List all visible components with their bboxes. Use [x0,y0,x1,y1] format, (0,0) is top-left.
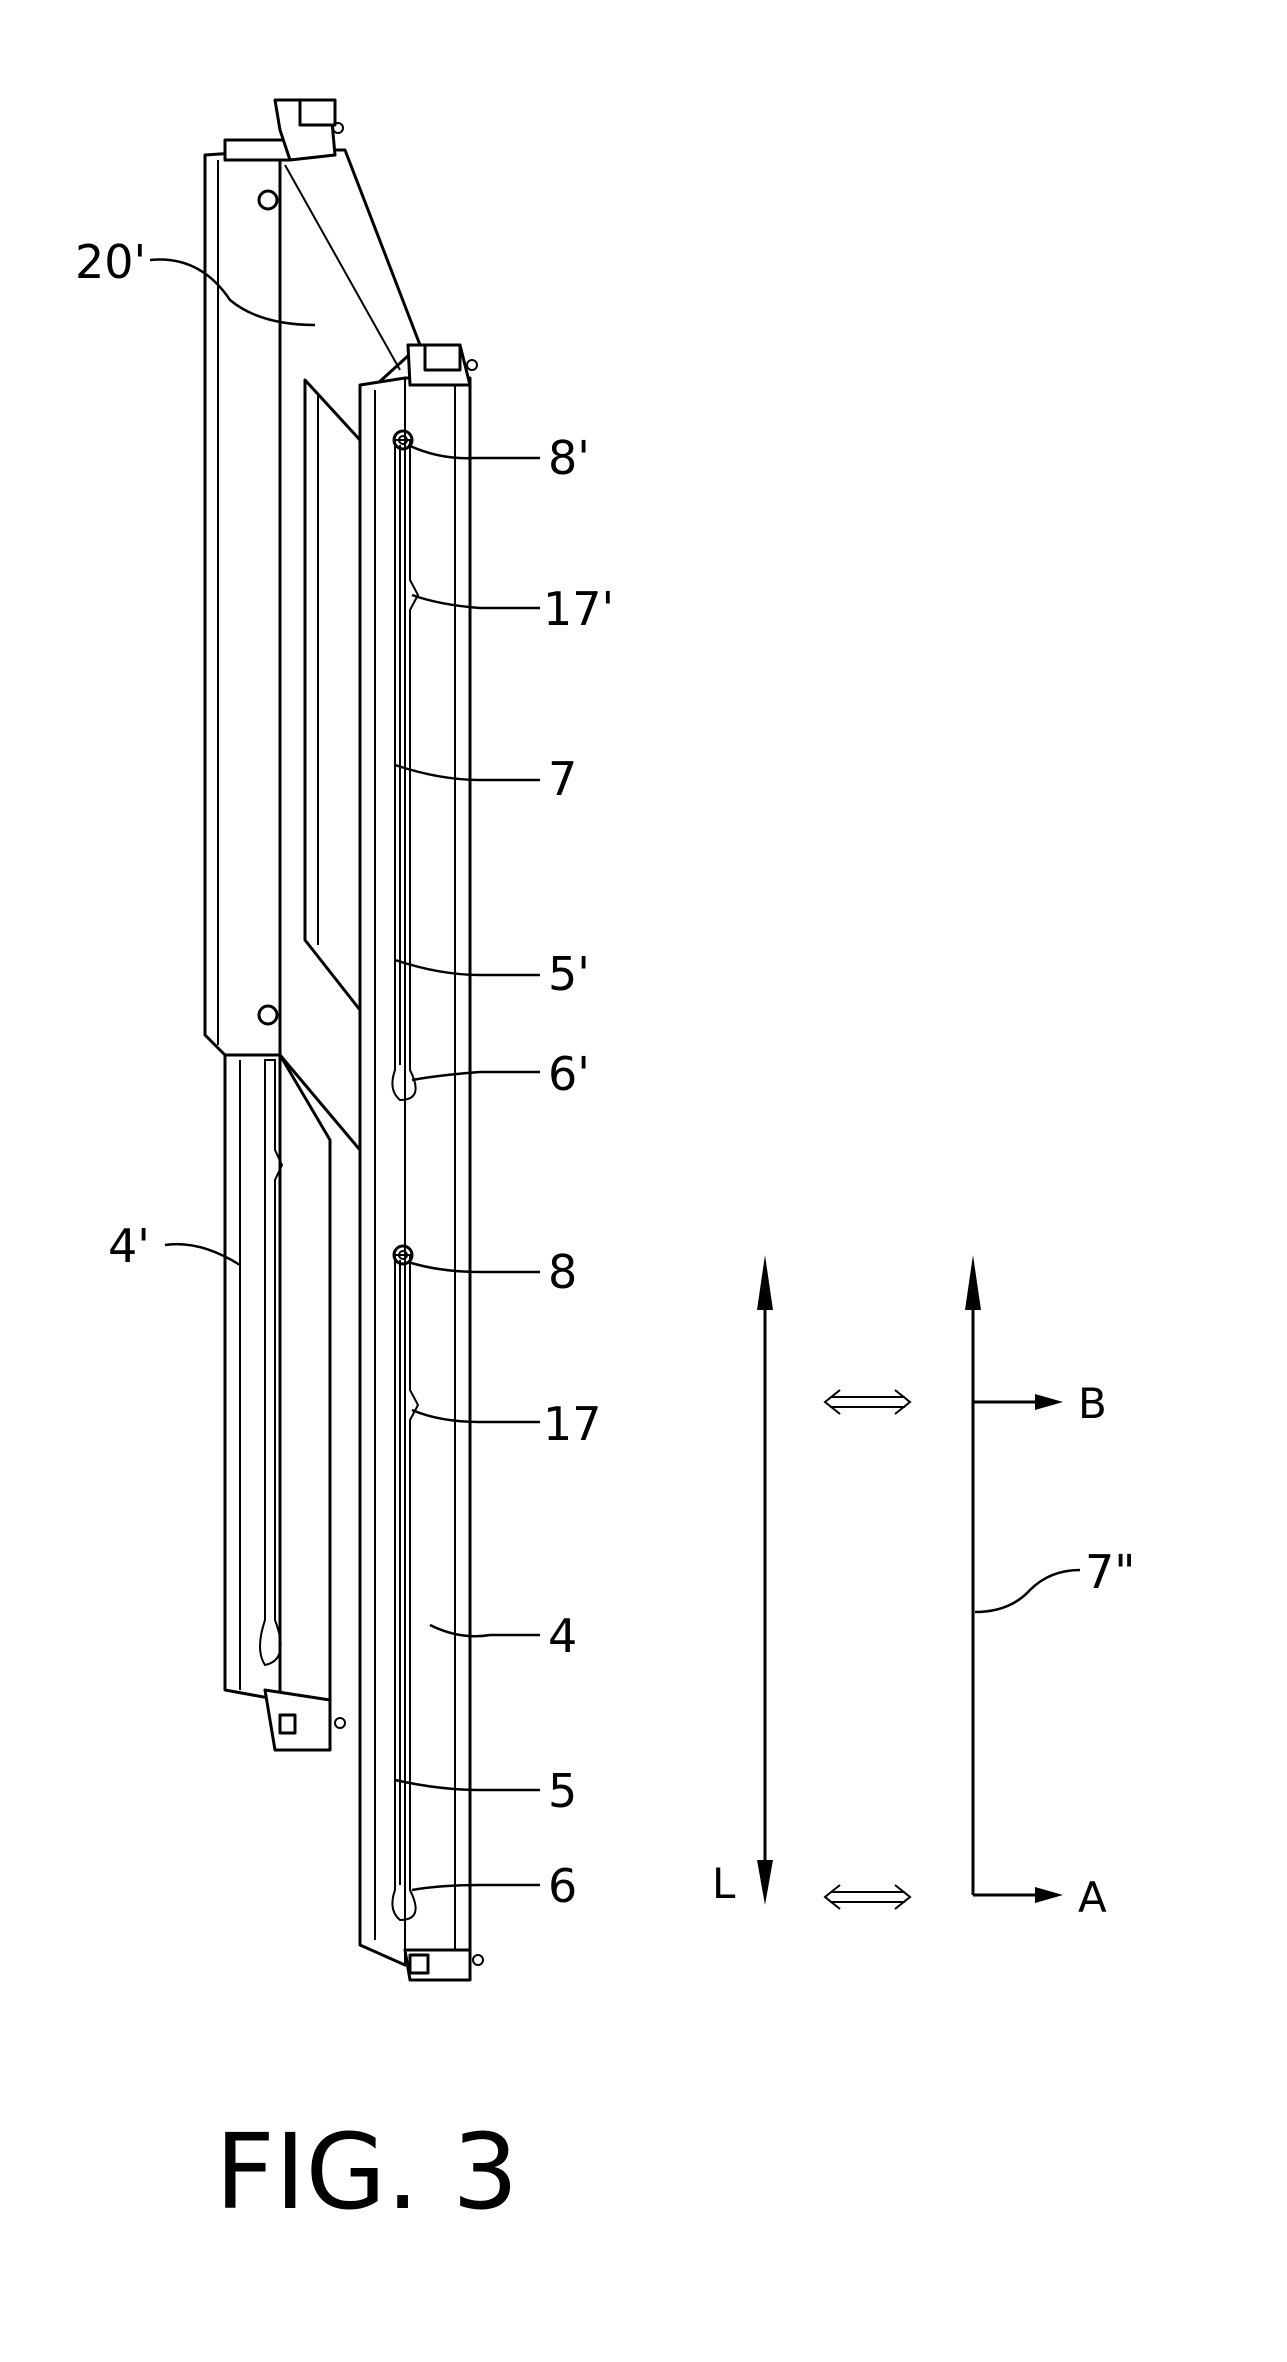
label-8: 8 [548,1245,577,1299]
label-A: A [1078,1873,1107,1922]
front-plate-4 [358,343,484,1982]
rear-panel-20p [203,98,422,1752]
label-4p: 4' [108,1219,150,1273]
label-L: L [712,1859,736,1908]
label-17: 17 [543,1397,602,1451]
direction-diagram [757,1255,1063,1910]
label-5: 5 [548,1764,577,1818]
label-7: 7 [548,752,577,806]
double-arrow-upper-icon [823,1389,912,1415]
label-5p: 5' [548,947,590,1001]
label-7pp: 7" [1085,1545,1135,1599]
direction-labels: L B A [712,1379,1107,1922]
label-6: 6 [548,1859,577,1913]
leader-lines [149,258,1081,1892]
label-17p: 17' [543,582,614,636]
double-arrow-lower-icon [823,1884,912,1910]
label-B: B [1078,1379,1107,1428]
label-8p: 8' [548,431,590,485]
label-4: 4 [548,1609,577,1663]
figure-caption: FIG. 3 [215,2111,518,2233]
reference-labels: 20' 8' 17' 7 5' 6' 4' 8 17 4 5 6 7" [75,235,1135,1913]
label-6p: 6' [548,1047,590,1101]
label-20p: 20' [75,235,146,289]
